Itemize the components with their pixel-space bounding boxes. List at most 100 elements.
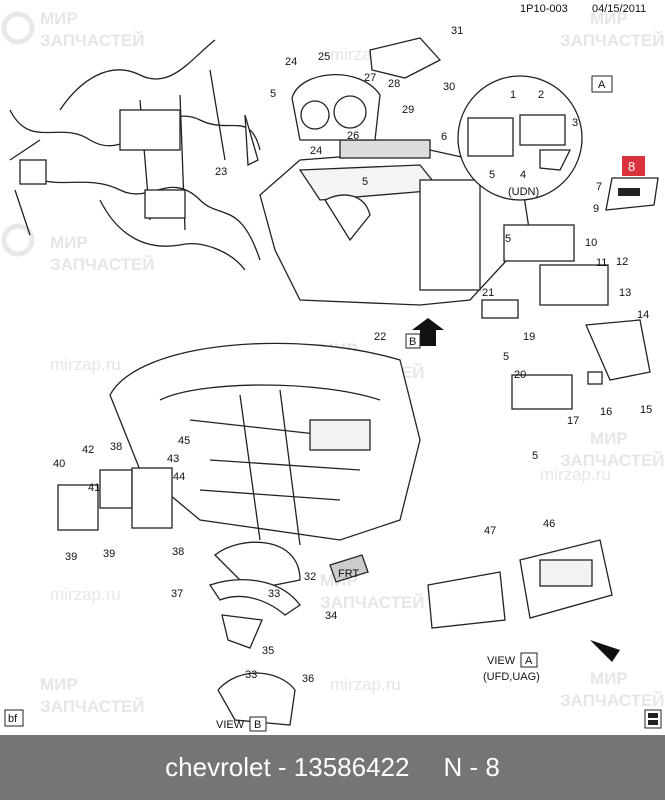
callout-label: 19 [523, 331, 535, 343]
corner-bf-frame [4, 709, 24, 727]
callout-label: 5 [503, 351, 509, 363]
callout-label: 30 [443, 81, 455, 93]
callout-label: 38 [172, 546, 184, 558]
watermark-site: mirzap.ru [330, 675, 401, 694]
callout-label: 46 [543, 518, 555, 530]
footer-bar: chevrolet - 13586422 N - 8 [0, 735, 665, 800]
display-assemblies [427, 539, 613, 629]
highlight-label: 8 [628, 159, 635, 174]
watermark-logo [1, 223, 35, 257]
callout-label: 25 [318, 51, 330, 63]
watermark-layer: МИР ЗАПЧАСТЕЙ mirzap.ru МИР ЗАПЧАСТЕЙ МИ… [1, 9, 665, 716]
watermark-line1: МИР [590, 9, 628, 28]
watermark-line1: МИР [50, 233, 88, 252]
instrument-panel-lower [109, 342, 421, 546]
callout-label: 27 [364, 72, 376, 84]
callout-label: 15 [640, 404, 652, 416]
watermark-line1: МИР [590, 429, 628, 448]
frt-arrows: FRT [338, 568, 620, 662]
watermark-line1: МИР [40, 9, 78, 28]
callout-label: 12 [616, 256, 628, 268]
view-b-badge-frame [249, 716, 267, 732]
callout-label: 32 [304, 571, 316, 583]
view-a-inset: A (UDN) [457, 75, 613, 201]
callout-label: 5 [505, 233, 511, 245]
callout-labels: 1 2 3 4 5 5 5 5 5 5 6 7 9 10 11 12 13 14… [53, 25, 652, 685]
watermark-line2: ЗАПЧАСТЕЙ [560, 31, 665, 50]
callout-label: 26 [347, 130, 359, 142]
corner-icon [644, 709, 662, 729]
callout-label: 22 [374, 331, 386, 343]
callout-label: 40 [53, 458, 65, 470]
callout-label: 24 [285, 56, 297, 68]
view-b-parts [208, 541, 369, 726]
callout-label: 36 [302, 673, 314, 685]
callout-label: 13 [619, 287, 631, 299]
watermark-line2: ЗАПЧАСТЕЙ [560, 451, 665, 470]
callout-label: 5 [532, 450, 538, 462]
view-a-heading: VIEW [487, 655, 516, 667]
view-b-caption: VIEW B [216, 716, 267, 732]
callout-label: 5 [489, 169, 495, 181]
view-a-sub: (UFD,UAG) [483, 671, 540, 683]
doc-ref: 1P10-003 [520, 3, 568, 15]
view-a-udn: (UDN) [508, 186, 539, 198]
callout-label: 1 [510, 89, 516, 101]
arrow-b-label: B [409, 336, 416, 348]
callout-label: 29 [402, 104, 414, 116]
instrument-panel-upper [259, 139, 531, 306]
callout-label: 33 [268, 588, 280, 600]
callout-label: 2 [538, 89, 544, 101]
callout-label: 7 [596, 181, 602, 193]
callout-label: 14 [637, 309, 649, 321]
callout-label: 9 [593, 203, 599, 215]
watermark-line1: МИР [590, 669, 628, 688]
callout-label: 39 [103, 548, 115, 560]
callout-label: 5 [270, 88, 276, 100]
callout-label: 6 [441, 131, 447, 143]
callout-label: 17 [567, 415, 579, 427]
watermark-line2: ЗАПЧАСТЕЙ [40, 31, 145, 50]
cluster-trim-cover [369, 37, 442, 79]
callout-label: 44 [173, 471, 185, 483]
callout-label: 11 [596, 257, 607, 269]
wiring-harness [9, 39, 261, 271]
watermark-line2: ЗАПЧАСТЕЙ [50, 255, 155, 274]
callout-label: 20 [514, 369, 526, 381]
callout-label: 47 [484, 525, 496, 537]
callout-label: 39 [65, 551, 77, 563]
callout-label: 4 [520, 169, 526, 181]
module-group-left [57, 467, 173, 531]
callout-label: 33 [245, 669, 257, 681]
highlighted-part-8: 8 [605, 156, 659, 211]
view-a-caption-badge: A [525, 655, 533, 667]
footer-brand: chevrolet - 13586422 [165, 752, 410, 782]
callout-label: 45 [178, 435, 190, 447]
doc-date: 04/15/2011 [592, 3, 646, 15]
callout-label: 41 [88, 482, 100, 494]
callout-label: 16 [600, 406, 612, 418]
callout-label: 34 [325, 610, 337, 622]
watermark-site: mirzap.ru [50, 355, 121, 374]
instrument-cluster [291, 74, 381, 141]
callout-label: 3 [572, 117, 578, 129]
view-a-caption: VIEW A (UFD,UAG) [483, 652, 540, 683]
watermark-line2: ЗАПЧАСТЕЙ [560, 691, 665, 710]
callout-label: 31 [451, 25, 463, 37]
callout-label: 42 [82, 444, 94, 456]
callout-label: 28 [388, 78, 400, 90]
highlight-badge [622, 156, 645, 176]
arrow-b: B [405, 318, 444, 349]
callout-label: 10 [585, 237, 597, 249]
watermark-line2: ЗАПЧАСТЕЙ [320, 593, 425, 612]
corner-bf: bf [8, 713, 18, 725]
callout-label: 38 [110, 441, 122, 453]
callout-label: 23 [215, 166, 227, 178]
radio-control-stack [481, 224, 651, 410]
callout-label: 37 [171, 588, 183, 600]
view-b-badge: B [254, 719, 261, 731]
footer-page: N - 8 [443, 752, 500, 782]
callout-label: 21 [482, 287, 494, 299]
callout-label: 43 [167, 453, 179, 465]
watermark-line1: МИР [40, 675, 78, 694]
